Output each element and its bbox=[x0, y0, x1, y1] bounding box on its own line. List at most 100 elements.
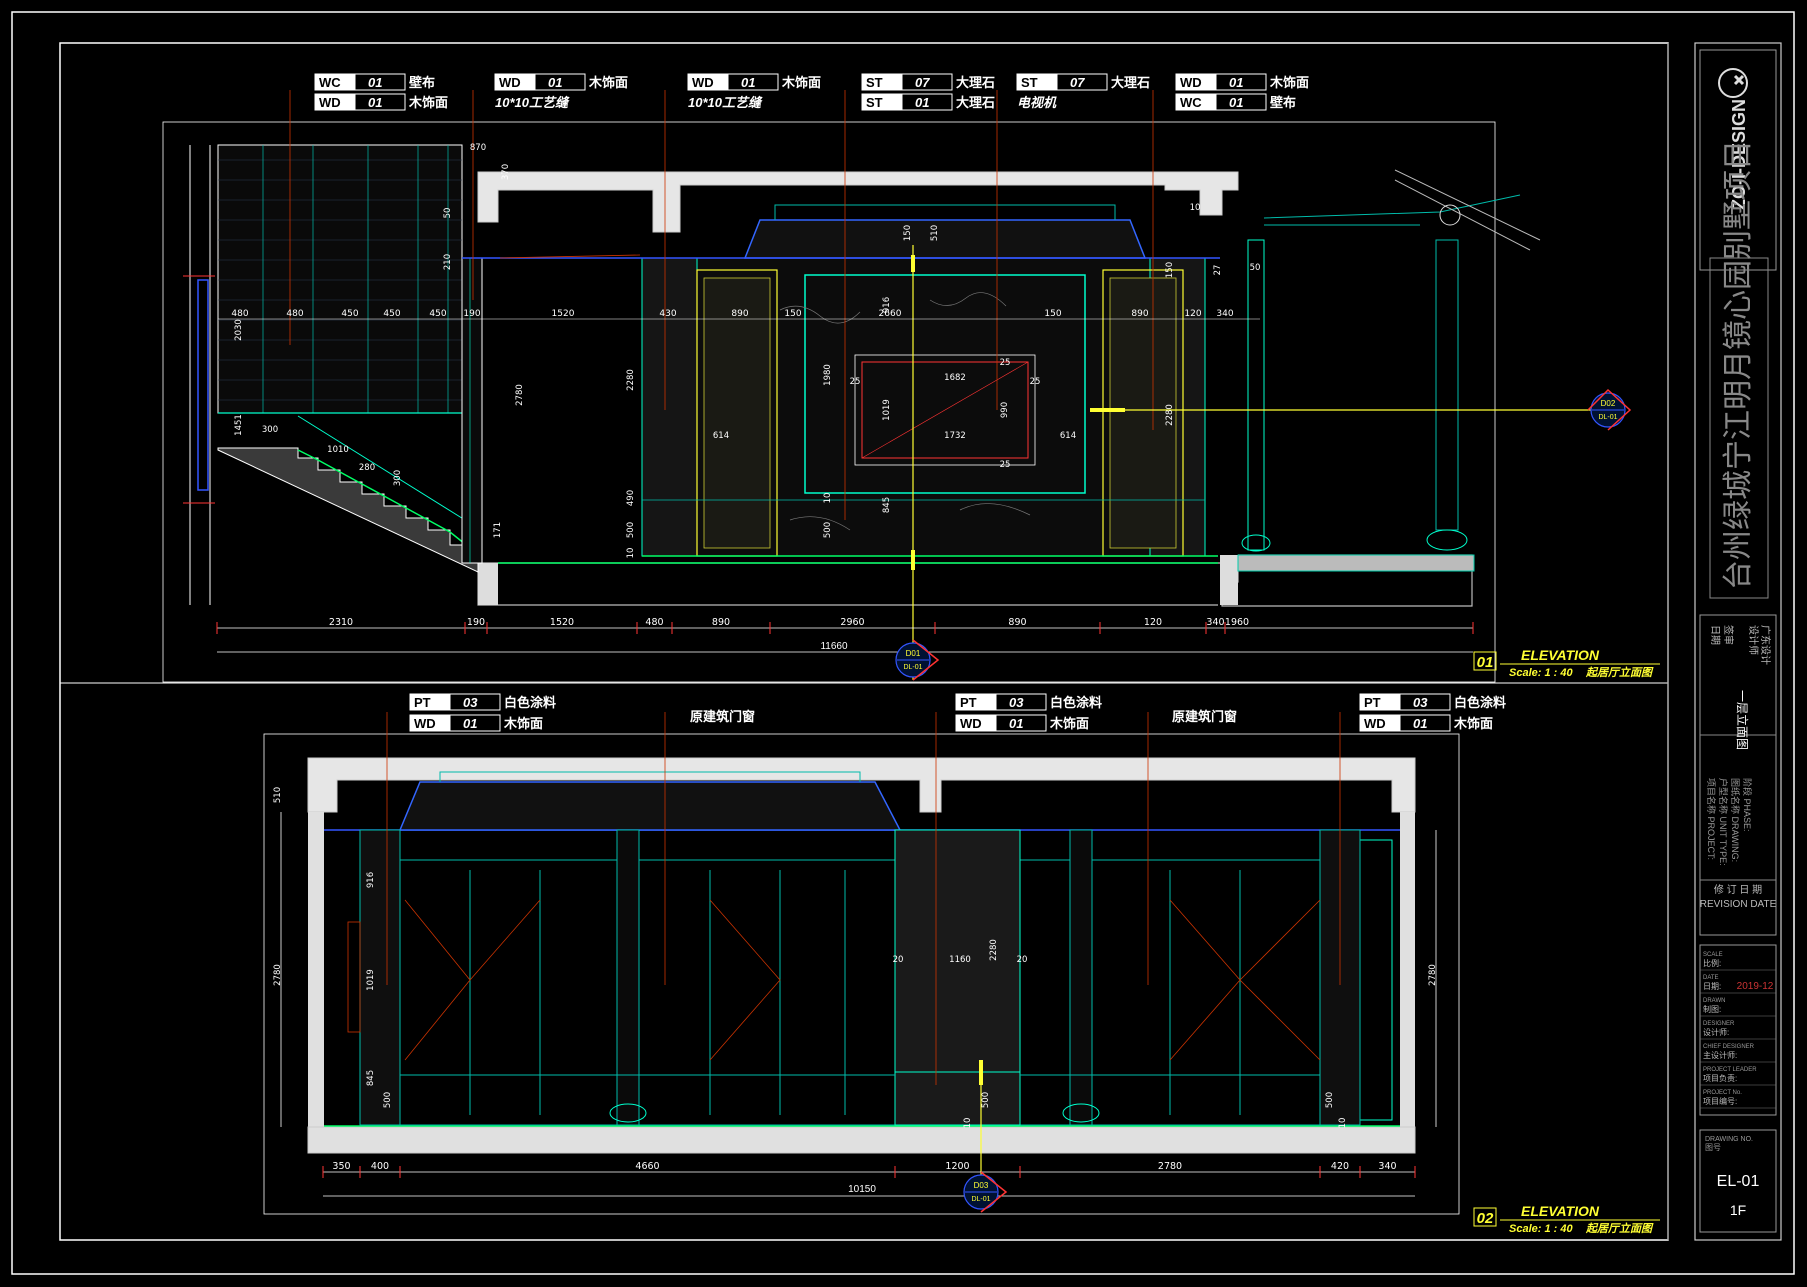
elev1-tag-8-code: WC bbox=[1180, 95, 1202, 110]
elev2-doors bbox=[359, 829, 1393, 1126]
elev1-small-dim-16: 2030 bbox=[234, 319, 244, 341]
elev2-tag-1-num: 01 bbox=[463, 716, 477, 731]
title-block: ZO-I-DESIGN 台州绿城宁江明月镜心园别墅项目 日期 签审 设计师 广东… bbox=[1694, 42, 1782, 1241]
elev2-ceiling bbox=[398, 771, 902, 831]
meta-en-2: DRAWN bbox=[1703, 998, 1725, 1004]
elev2-tag-1-code: WD bbox=[414, 716, 436, 731]
elev2-tag-0-num: 03 bbox=[463, 695, 478, 710]
elev1-tag-5-code: ST bbox=[866, 95, 883, 110]
elev2-tag-5-label: 木饰面 bbox=[1453, 716, 1493, 731]
elev2-tag-1-label: 木饰面 bbox=[503, 716, 543, 731]
elev1-number: 01 bbox=[1477, 654, 1494, 671]
elev2-tag-4-code: PT bbox=[1364, 695, 1381, 710]
meta-cn-2: 制图: bbox=[1703, 1004, 1721, 1014]
elev2-small-dim-9: 20 bbox=[1017, 955, 1028, 965]
elev1-inner-dim-11: 150 bbox=[1044, 309, 1061, 319]
elevation-01: WC01壁布WD01木饰面WD01木饰面WD01木饰面ST07大理石ST01大理… bbox=[162, 73, 1660, 683]
meta-en-6: PROJECT No. bbox=[1703, 1090, 1742, 1096]
elev1-small-dim-11: 990 bbox=[1000, 402, 1010, 418]
tb-col-4: 广东设计 bbox=[1759, 625, 1772, 665]
elev1-right-column bbox=[1241, 169, 1541, 552]
elev1-small-dim-22: 171 bbox=[493, 522, 503, 538]
elev1-small-dim-31: 370 bbox=[501, 164, 511, 180]
elev1-dim-2: 1520 bbox=[550, 617, 574, 628]
elev1-inner-dim-4: 450 bbox=[429, 309, 446, 319]
elev2-section-mark-d03: D03 DL-01 bbox=[963, 1171, 1008, 1213]
drawing-name: 一层立面图 bbox=[1735, 690, 1750, 750]
elev2-total-dimension: 10150 bbox=[848, 1184, 876, 1195]
elev2-tag-0-label: 白色涂料 bbox=[504, 695, 556, 710]
elev1-viewport bbox=[162, 121, 1496, 683]
elev1-inner-dim-7: 430 bbox=[659, 309, 676, 319]
elev2-tag-2-code: PT bbox=[960, 695, 977, 710]
elev1-tag-5-num: 01 bbox=[915, 95, 929, 110]
meta-rows: SCALE比例:DATE日期:2019-12DRAWN制图:DESIGNER设计… bbox=[1700, 952, 1776, 1109]
elev1-small-dim-28: 150 bbox=[1165, 262, 1175, 278]
elev2-notes: 原建筑门窗 原建筑门窗 bbox=[690, 709, 1237, 724]
section-mark-3-bottom: DL-01 bbox=[971, 1196, 990, 1203]
elev1-tag-2-label: 木饰面 bbox=[588, 75, 628, 90]
elev2-note-1: 原建筑门窗 bbox=[1172, 709, 1237, 724]
meta-en-3: DESIGNER bbox=[1703, 1021, 1735, 1027]
elev2-small-dim-12: 500 bbox=[1325, 1092, 1335, 1108]
meta-cn-6: 项目编号: bbox=[1703, 1096, 1737, 1106]
meta-en-4: CHIEF DESIGNER bbox=[1703, 1044, 1755, 1050]
elev1-tag-1-code: WD bbox=[319, 95, 341, 110]
elev1-small-dim-17: 1451 bbox=[234, 414, 244, 436]
elev1-dim-0: 2310 bbox=[329, 617, 353, 628]
elev2-name: 起居厅立面图 bbox=[1585, 1222, 1654, 1235]
elev2-small-dim-1: 2780 bbox=[273, 964, 283, 986]
elev2-small-dim-14: 10 bbox=[1338, 1118, 1348, 1129]
elev2-tag-4-label: 白色涂料 bbox=[1454, 695, 1506, 710]
elev1-tag-6-label: 大理石 bbox=[1111, 75, 1150, 90]
elev1-tag-4-label: 大理石 bbox=[956, 75, 995, 90]
elev1-small-dim-18: 300 bbox=[262, 425, 278, 435]
elev1-tv-wall bbox=[462, 204, 1220, 557]
outer-border bbox=[11, 11, 1795, 1275]
elev1-dim-1: 190 bbox=[467, 617, 485, 628]
elev1-scale: Scale: 1 : 40 bbox=[1509, 667, 1573, 679]
elev2-small-dim-3: 916 bbox=[366, 872, 376, 888]
elev1-tag-6-num: 07 bbox=[1070, 75, 1085, 90]
tb-col-2: 签审 bbox=[1722, 625, 1735, 645]
project-name: 台州绿城宁江明月镜心园别墅项目 bbox=[1721, 140, 1756, 590]
elev1-left-wall bbox=[183, 144, 463, 605]
elev1-tag-2-code: WD bbox=[499, 75, 521, 90]
elev2-small-dim-10: 2280 bbox=[989, 939, 999, 961]
logo-icon bbox=[1718, 68, 1748, 98]
elev2-small-dim-13: 10 bbox=[963, 1118, 973, 1129]
elev1-title: ELEVATION bbox=[1521, 647, 1600, 663]
floor-label: 1F bbox=[1730, 1202, 1746, 1218]
elev1-dim-6: 890 bbox=[1008, 617, 1026, 628]
elev1-note-2: 电视机 bbox=[1017, 95, 1057, 110]
elev1-inner-dim-12: 890 bbox=[1131, 309, 1148, 319]
elev1-dim-8: 340 bbox=[1206, 617, 1224, 628]
elev1-section-mark-d02: D02 DL-01 bbox=[1587, 388, 1632, 431]
elev1-dim-5: 2960 bbox=[840, 617, 864, 628]
elev1-small-dim-0: 1682 bbox=[944, 373, 966, 383]
elev2-dim-0: 350 bbox=[332, 1161, 350, 1172]
elev1-inner-dim-2: 450 bbox=[341, 309, 358, 319]
elev1-tag-1-num: 01 bbox=[368, 95, 382, 110]
elev2-note-0: 原建筑门窗 bbox=[690, 709, 755, 724]
elev2-tag-2-label: 白色涂料 bbox=[1050, 695, 1102, 710]
elev2-tag-3-num: 01 bbox=[1009, 716, 1023, 731]
elev1-inner-dim-5: 190 bbox=[463, 309, 480, 319]
section-mark-1-bottom: DL-01 bbox=[903, 664, 922, 671]
elev1-small-dim-13: 2280 bbox=[626, 369, 636, 391]
elev1-small-dim-30: 510 bbox=[930, 225, 940, 241]
elev2-small-dim-0: 510 bbox=[273, 787, 283, 803]
